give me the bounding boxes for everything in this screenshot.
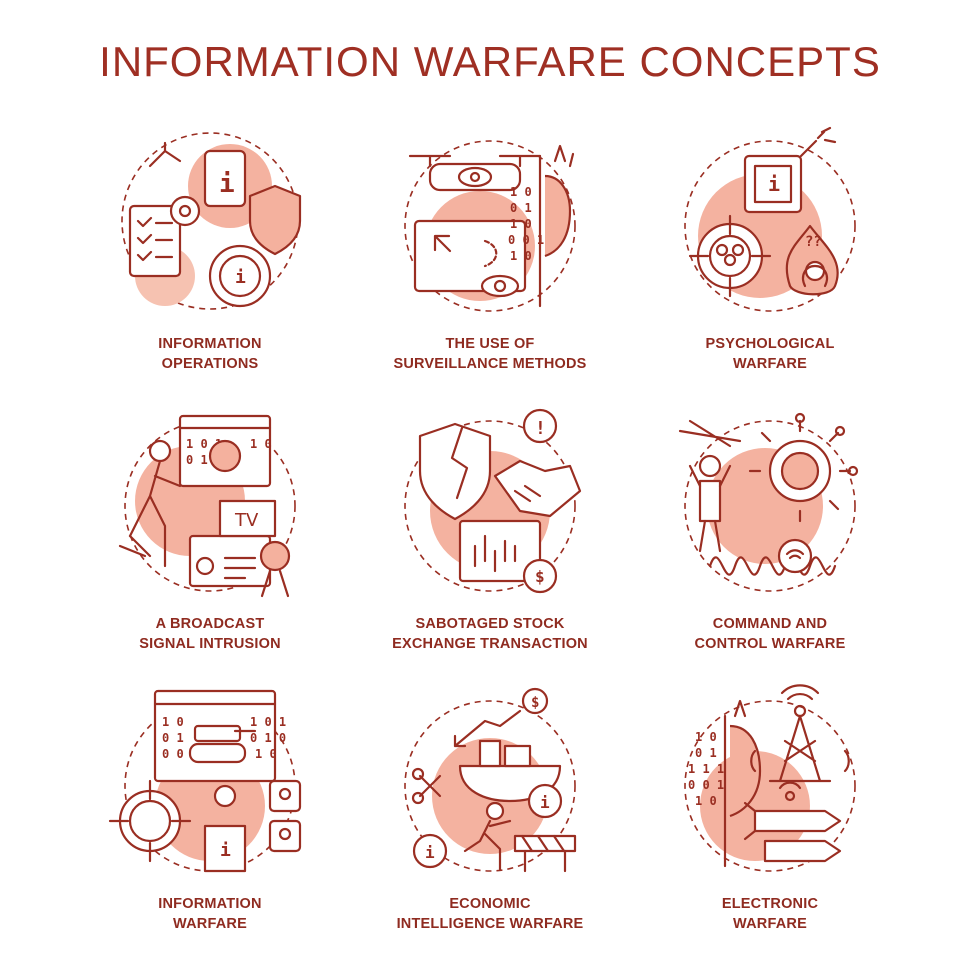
svg-text:1 0: 1 0 (255, 747, 277, 761)
svg-text:1 0: 1 0 (250, 437, 272, 451)
concept-card: 1 0 1 0 1 1 1 0 TV A BROADCAST SIGNAL IN… (70, 400, 350, 680)
svg-text:i: i (219, 169, 235, 199)
svg-text:1 0: 1 0 (162, 715, 184, 729)
concept-card: $ i i ECONOMIC INTELLIGENCE WARFARE (350, 680, 630, 960)
concept-card: COMMAND AND CONTROL WARFARE (630, 400, 910, 680)
concept-card: i i INFORMATION OPERATIONS (70, 120, 350, 400)
concept-caption: INFORMATION WARFARE (158, 896, 262, 932)
electronic-warfare-icon: 1 0 0 1 1 1 1 0 0 1 1 0 (684, 684, 856, 872)
svg-text:1 0: 1 0 (695, 730, 717, 744)
svg-text:$: $ (531, 695, 539, 711)
svg-text:i: i (768, 172, 780, 196)
svg-text:i: i (425, 843, 435, 862)
svg-text:1 0: 1 0 (510, 185, 532, 199)
svg-text:0 1: 0 1 (162, 731, 184, 745)
concept-card: 1 0 0 1 1 1 1 0 0 1 1 0 ELECTRONIC WARF (630, 680, 910, 960)
svg-text:1 0: 1 0 (510, 217, 532, 231)
information-operations-icon: i i (121, 132, 302, 310)
surveillance-icon: 1 0 0 1 1 0 0 0 1 1 0 (404, 140, 576, 312)
broadcast-intrusion-icon: 1 0 1 0 1 1 1 0 TV (118, 414, 296, 598)
concept-caption: ECONOMIC INTELLIGENCE WARFARE (396, 896, 584, 932)
svg-text:0 1: 0 1 (510, 201, 532, 215)
svg-text:$: $ (535, 567, 545, 586)
svg-text:1 1 1: 1 1 1 (688, 762, 724, 776)
concept-card: 1 0 0 1 1 0 0 0 1 1 0 THE USE OF SURVEIL… (350, 120, 630, 400)
svg-text:0 1 0: 0 1 0 (250, 731, 286, 745)
svg-text:??: ?? (805, 234, 822, 250)
svg-text:0 1: 0 1 (695, 746, 717, 760)
concept-card: ! $ SABOTAGED STOCK EXCHANGE TRANSACTION (350, 400, 630, 680)
concept-card: 1 0 0 1 0 0 0 1 0 1 0 1 0 1 0 i (70, 680, 350, 960)
svg-text:i: i (540, 793, 550, 812)
concept-caption: COMMAND AND CONTROL WARFARE (694, 616, 846, 652)
svg-text:1 0: 1 0 (510, 249, 532, 263)
economic-intelligence-icon: $ i i (404, 687, 577, 873)
concept-caption: A BROADCAST SIGNAL INTRUSION (139, 616, 281, 652)
svg-text:!: ! (535, 418, 546, 439)
svg-text:i: i (235, 267, 246, 288)
svg-text:0 0 1: 0 0 1 (508, 233, 544, 247)
svg-text:TV: TV (234, 510, 259, 531)
concept-caption: THE USE OF SURVEILLANCE METHODS (393, 336, 587, 372)
stock-sabotage-icon: ! $ (404, 408, 582, 594)
concept-caption: PSYCHOLOGICAL WARFARE (705, 336, 835, 372)
svg-text:1 0: 1 0 (695, 794, 717, 808)
concept-card: i ?? PSYCHOLOGICAL WARFARE (630, 120, 910, 400)
psychological-warfare-icon: i ?? (684, 126, 856, 312)
concept-grid: i i INFORMATION OPERATIONS (70, 120, 910, 960)
page-title: INFORMATION WARFARE CONCEPTS (99, 38, 881, 85)
concept-caption: ELECTRONIC WARFARE (721, 896, 819, 932)
information-warfare-icon: 1 0 0 1 0 0 0 1 0 1 0 1 0 1 0 i (108, 689, 302, 873)
svg-text:i: i (220, 840, 231, 861)
command-control-icon (678, 412, 859, 592)
concept-caption: INFORMATION OPERATIONS (158, 336, 262, 372)
svg-text:0 0 1: 0 0 1 (688, 778, 724, 792)
svg-text:1 0 1: 1 0 1 (250, 715, 286, 729)
concept-caption: SABOTAGED STOCK EXCHANGE TRANSACTION (392, 616, 588, 652)
